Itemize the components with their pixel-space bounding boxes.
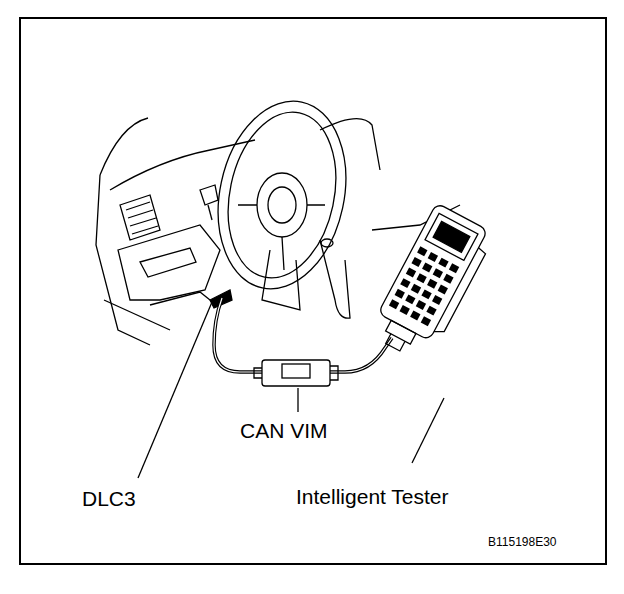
tester-keypad	[389, 246, 459, 326]
tester-key	[438, 258, 448, 268]
figure-code: B115198E30	[488, 536, 557, 548]
part-label: Intelligent Tester	[296, 486, 449, 507]
tester-key	[400, 278, 410, 288]
tester-key	[405, 294, 415, 304]
tester-key	[427, 279, 437, 289]
tester-key	[395, 289, 405, 299]
tester-key	[411, 257, 421, 267]
tester-key	[400, 305, 410, 315]
tester-key	[411, 284, 421, 294]
tester-key	[443, 274, 453, 284]
tester-key	[389, 299, 399, 309]
part-label: DLC3	[82, 488, 136, 509]
tester-key	[433, 268, 443, 278]
tester-key	[406, 268, 416, 278]
tester-key	[426, 306, 436, 316]
part-label: CAN VIM	[240, 420, 328, 441]
tester-key	[438, 284, 448, 294]
tester-key	[449, 263, 459, 273]
tester-key	[416, 300, 426, 310]
dashboard	[96, 118, 460, 345]
steering-wheel	[202, 89, 363, 318]
tester-key	[421, 316, 431, 326]
intelligent-tester	[367, 203, 496, 365]
tester-key	[428, 252, 438, 262]
frame	[20, 18, 606, 564]
tester-key	[410, 311, 420, 321]
can-vim-module	[254, 360, 338, 386]
tester-key	[422, 263, 432, 273]
tester-key	[416, 273, 426, 283]
tester-key	[417, 246, 427, 256]
leader-line	[138, 302, 444, 478]
tester-key	[432, 295, 442, 305]
tester-key	[421, 289, 431, 299]
